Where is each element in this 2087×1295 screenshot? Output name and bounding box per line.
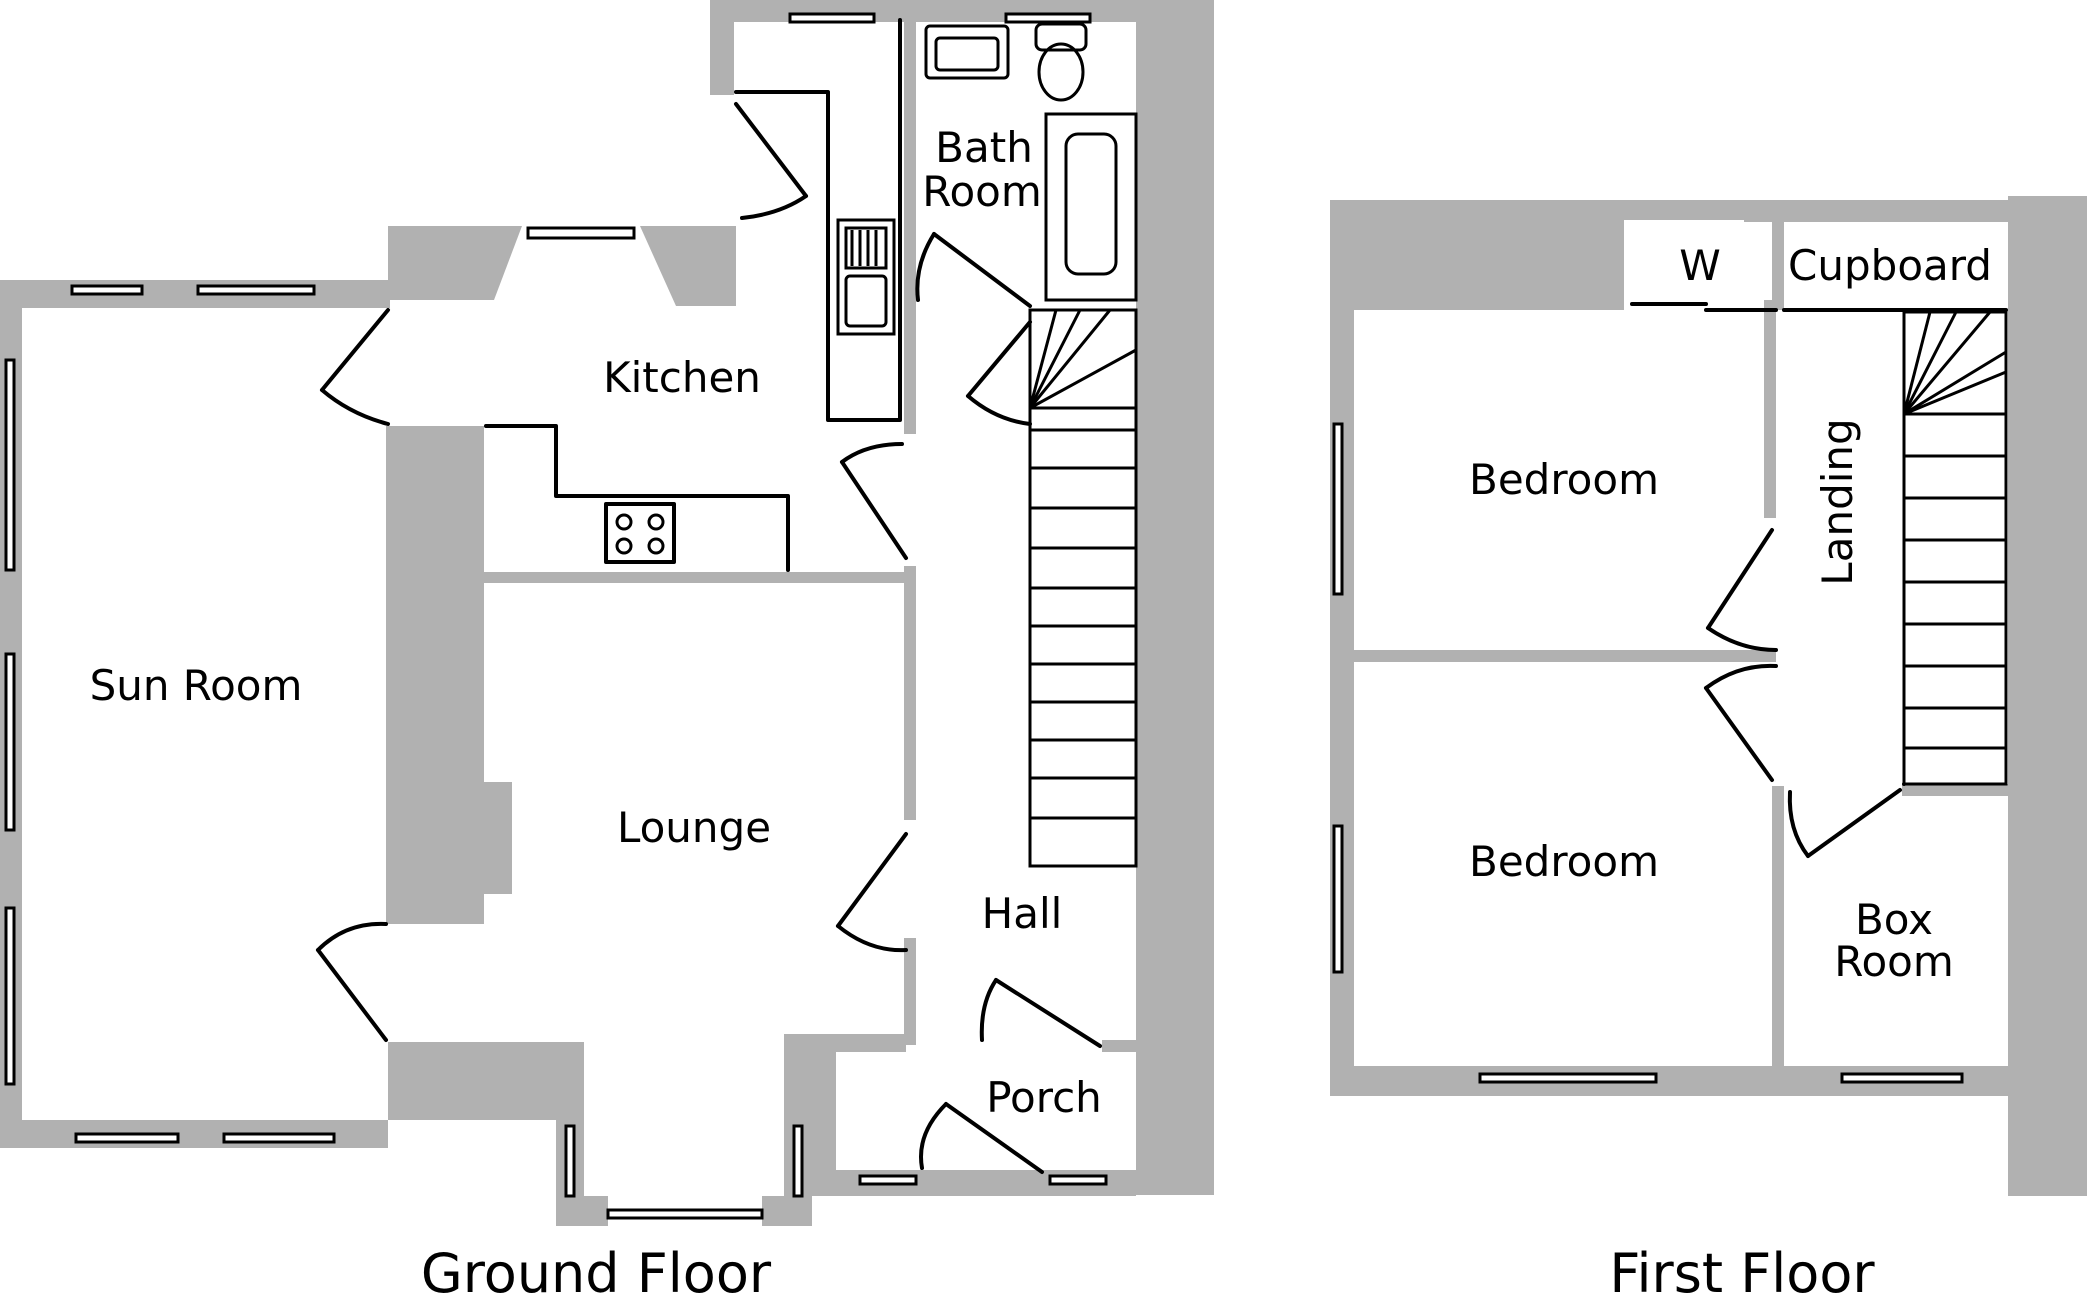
kitchen-bay-left (388, 226, 522, 300)
ground-floor-title: Ground Floor (421, 1242, 772, 1295)
first-floor-title: First Floor (1609, 1242, 1875, 1295)
bedroom-partition (1354, 650, 1776, 662)
hob-icon (604, 502, 676, 564)
sunroom-top-wall (0, 280, 390, 308)
window-sun-left-2 (4, 652, 16, 832)
window-first-left-1 (1332, 422, 1344, 596)
ground-top-wall-right (1090, 0, 1214, 22)
label-bath-room-line1: Bath (935, 123, 1033, 172)
first-top-wall-right (1744, 200, 2008, 222)
toilet-icon (1034, 22, 1088, 102)
label-bath-room-line2: Room (922, 167, 1042, 216)
lounge-bottom-wall (784, 1034, 916, 1045)
chimney-breast (386, 426, 484, 924)
window-porch-right (1048, 1174, 1108, 1186)
ground-stairs (1028, 308, 1138, 868)
label-w: W (1679, 241, 1721, 290)
window-sun-left-3 (4, 906, 16, 1086)
lounge-hall-partition-lower (904, 938, 916, 1038)
door-lounge-hall (836, 832, 908, 953)
door-porch-hall (979, 978, 1102, 1048)
kitchen-right-counter (734, 18, 902, 422)
first-floor-plan: W Cupboard Landing Bedroom Bedroom Box R… (1330, 196, 2087, 1295)
label-kitchen: Kitchen (603, 353, 761, 402)
kitchen-lounge-partition (484, 572, 910, 583)
window-bath-top-1 (788, 12, 876, 24)
landing-left-partition (1764, 300, 1776, 518)
label-box-room-line1: Box (1855, 895, 1933, 944)
lounge-bay-pier-left (388, 1042, 584, 1120)
window-sun-top-2 (196, 284, 316, 296)
window-bay-bottom (606, 1208, 764, 1220)
door-understairs (966, 320, 1032, 426)
boxroom-left-partition (1772, 786, 1784, 1068)
first-top-wall-mid (1624, 200, 1744, 220)
window-first-bottom-2 (1840, 1072, 1964, 1084)
door-box-room (1787, 788, 1902, 858)
porch-top-wall (812, 1040, 906, 1052)
door-bathroom (915, 232, 1032, 308)
bathtub-icon (1044, 112, 1138, 302)
kitchen-top-left-pier (710, 0, 734, 95)
label-bedroom-1: Bedroom (1469, 455, 1659, 504)
window-bay-right (792, 1124, 804, 1198)
door-sunroom-kitchen (320, 308, 390, 426)
porch-top-wall-right (1102, 1040, 1136, 1052)
chimney-hearth (482, 782, 512, 894)
door-bedroom-2 (1704, 663, 1778, 782)
window-sun-bottom-2 (222, 1132, 336, 1144)
bath-kitchen-partition (904, 22, 916, 434)
lounge-hall-partition-upper (904, 566, 916, 820)
label-hall: Hall (982, 889, 1063, 938)
window-porch-left (858, 1174, 918, 1186)
label-porch: Porch (986, 1073, 1102, 1122)
kitchen-sink-icon (836, 218, 896, 336)
window-first-bottom-1 (1478, 1072, 1658, 1084)
door-kitchen-back (734, 102, 808, 220)
boxroom-top-partition (1902, 784, 2008, 796)
door-bedroom-1 (1706, 528, 1778, 652)
window-sun-left-1 (4, 358, 16, 572)
label-lounge: Lounge (617, 803, 771, 852)
cupboard-left-partition (1772, 222, 1784, 310)
label-cupboard: Cupboard (1788, 241, 1992, 290)
ground-east-wall (1136, 20, 1214, 1195)
window-bay-left (564, 1124, 576, 1198)
label-bedroom-2: Bedroom (1469, 837, 1659, 886)
label-landing: Landing (1813, 418, 1862, 585)
first-top-left-wall (1330, 200, 1624, 310)
window-bath-top-2 (1004, 12, 1092, 24)
label-box-room-line2: Room (1834, 937, 1954, 986)
window-sun-bottom-1 (74, 1132, 180, 1144)
door-porch-front (919, 1102, 1044, 1174)
door-kitchen-hall (840, 442, 908, 560)
label-sun-room: Sun Room (90, 661, 303, 710)
kitchen-counter-outline (484, 424, 790, 572)
porch-left-wall (812, 1050, 836, 1190)
window-kitchen (526, 226, 636, 240)
first-stairs (1902, 310, 2008, 786)
bath-basin-icon (924, 24, 1010, 80)
window-first-left-2 (1332, 824, 1344, 974)
bay-bottom-left (556, 1196, 608, 1226)
kitchen-bay-right (640, 226, 736, 306)
window-sun-top-1 (70, 284, 144, 296)
first-east-wall (2008, 196, 2087, 1196)
ground-floor-plan: Bath Room Kitchen Sun Room Lounge Hall P… (0, 0, 1214, 1295)
door-sunroom-lounge (316, 921, 388, 1042)
